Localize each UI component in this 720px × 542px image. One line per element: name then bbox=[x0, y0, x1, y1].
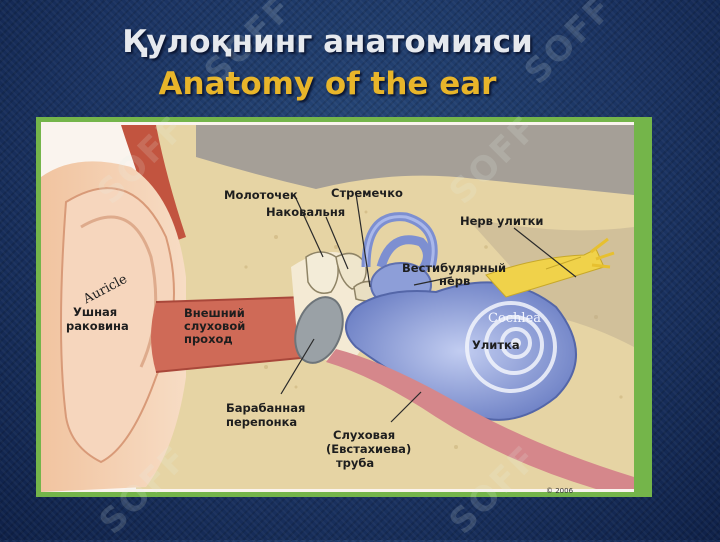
artist-signature: © 2006 bbox=[546, 487, 574, 495]
label-ear-canal-line2: слуховой bbox=[184, 319, 245, 333]
cochlear-vestibular-nerve bbox=[485, 237, 615, 298]
slide-subtitle: Anatomy of the ear bbox=[158, 66, 497, 102]
ear-anatomy-diagram: Молоточек Стремечко Наковальня Нерв улит… bbox=[41, 122, 634, 495]
label-eardrum-line1: Барабанная bbox=[226, 401, 305, 415]
label-cochlear-nerve: Нерв улитки bbox=[460, 214, 543, 228]
label-eustachian-line3: труба bbox=[336, 456, 374, 470]
label-eustachian-line1: Слуховая bbox=[333, 428, 395, 442]
label-incus: Наковальня bbox=[266, 205, 345, 219]
label-auricle-ru-line1: Ушная bbox=[73, 305, 117, 319]
label-eardrum-line2: перепонка bbox=[226, 415, 297, 429]
label-ear-canal-line1: Внешний bbox=[184, 306, 245, 320]
label-vestibular-nerve-line1: Вестибулярный bbox=[402, 261, 506, 275]
slide-title: Қулоқнинг анатомияси bbox=[122, 24, 533, 60]
label-malleus: Молоточек bbox=[224, 188, 298, 202]
eustachian-tube bbox=[326, 349, 634, 489]
auricle bbox=[60, 187, 175, 464]
label-ear-canal-line3: проход bbox=[184, 332, 233, 346]
label-vestibular-nerve-line2: нерв bbox=[439, 274, 470, 288]
cranial-cavity bbox=[196, 125, 634, 195]
ear-anatomy-figure: Молоточек Стремечко Наковальня Нерв улит… bbox=[36, 117, 652, 497]
malleus bbox=[305, 251, 339, 294]
label-stapes: Стремечко bbox=[331, 186, 403, 200]
label-cochlea-en: Cochlea bbox=[488, 311, 541, 326]
cochlea bbox=[345, 281, 577, 421]
tympanic-membrane bbox=[294, 296, 344, 364]
external-ear-canal bbox=[151, 297, 315, 372]
label-eustachian-line2: (Евстахиева) bbox=[326, 442, 411, 456]
label-auricle-ru-line2: раковина bbox=[66, 319, 129, 333]
label-cochlea-ru: Улитка bbox=[472, 338, 520, 352]
incus bbox=[335, 252, 367, 290]
